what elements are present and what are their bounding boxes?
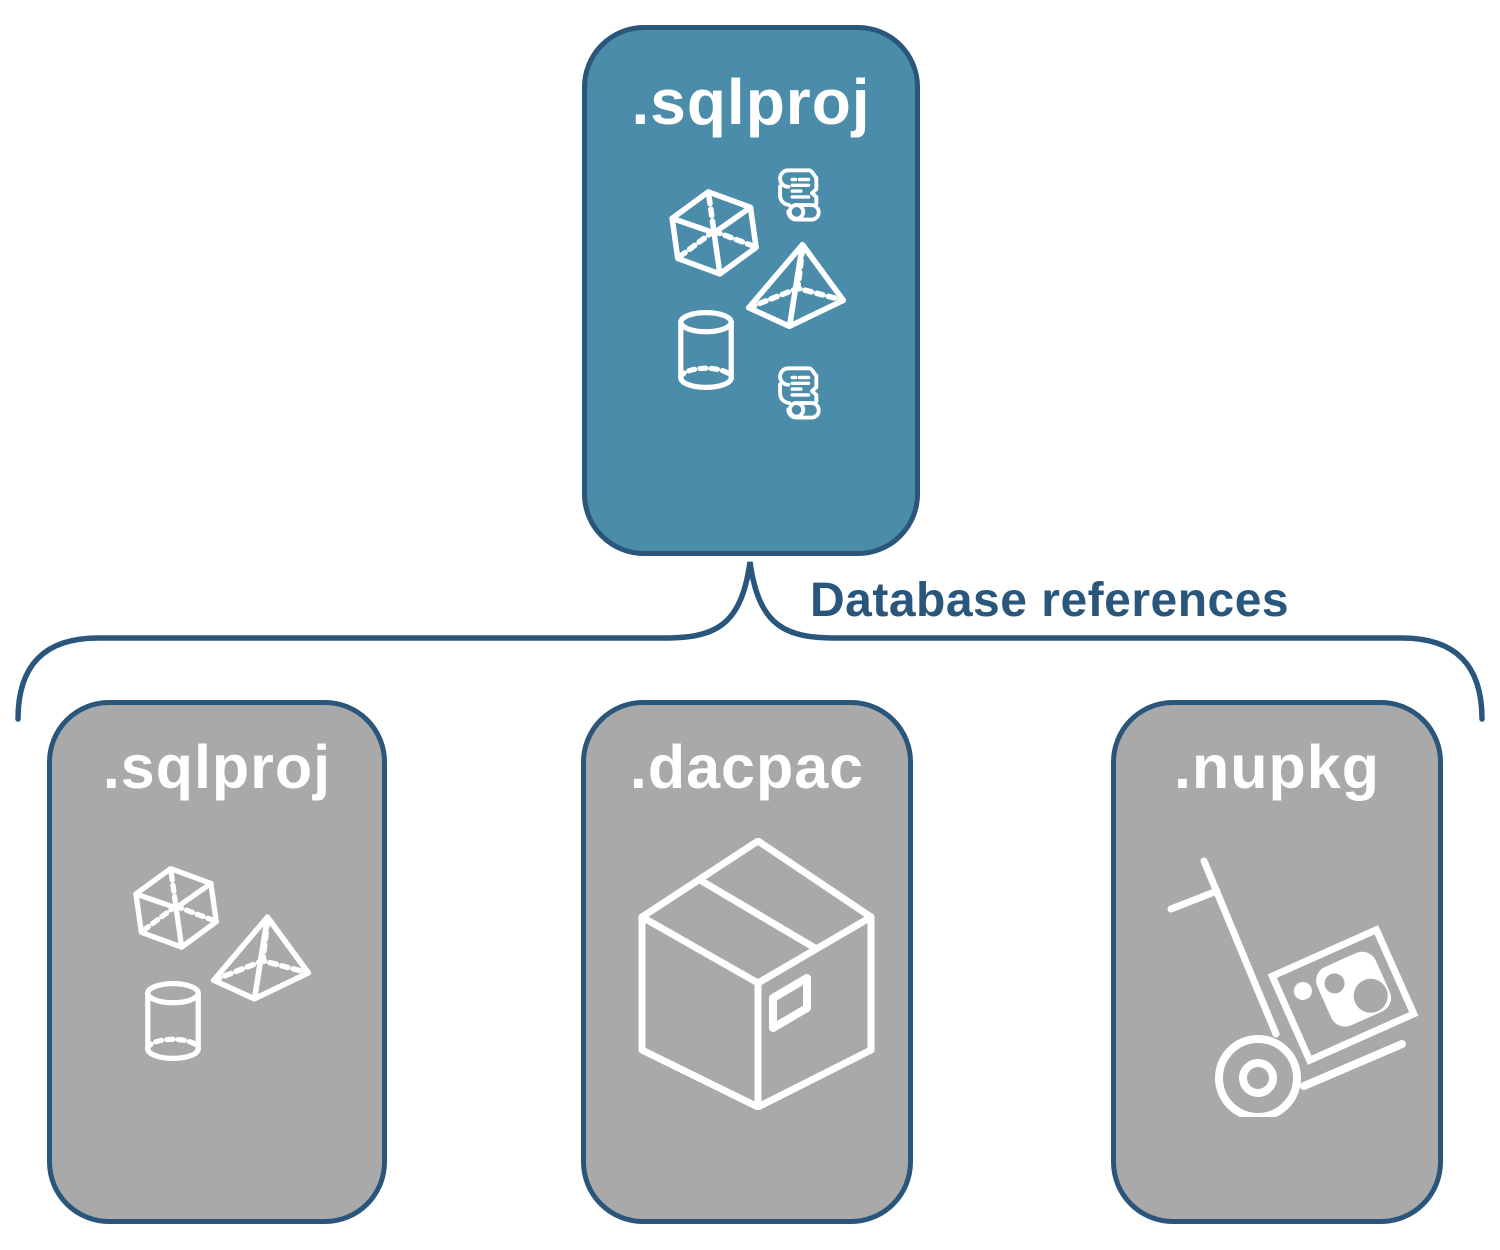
cube-icon: [133, 863, 219, 952]
package-icon-cluster: [635, 838, 878, 1110]
scroll-icon: [778, 366, 821, 420]
scroll-icon: [778, 168, 821, 222]
connector-label: Database references: [810, 574, 1290, 627]
nuget-icon-cluster: [1165, 845, 1421, 1117]
card-title: .sqlproj: [102, 733, 332, 801]
cylinder-icon: [681, 313, 731, 388]
dacpac-reference-card: .dacpac: [581, 700, 913, 1224]
card-title: .dacpac: [629, 733, 865, 801]
cylinder-icon: [148, 984, 198, 1059]
curly-brace: [15, 561, 1485, 722]
sqlproj-source-card: .sqlproj: [582, 25, 920, 556]
pyramid-icon: [749, 245, 844, 327]
sqlproj-reference-card: .sqlproj: [47, 700, 387, 1224]
card-title: .nupkg: [1174, 733, 1380, 801]
sql-objects-icon-cluster: [52, 855, 382, 1065]
hand-truck-nuget-icon: [1171, 861, 1414, 1117]
sql-objects-icon-cluster: [587, 168, 915, 420]
pyramid-icon: [214, 917, 309, 999]
card-title: .sqlproj: [631, 66, 871, 138]
package-box-icon: [642, 841, 871, 1107]
cube-icon: [669, 186, 759, 279]
brace-connector: [15, 561, 1485, 722]
nupkg-reference-card: .nupkg: [1111, 700, 1443, 1224]
